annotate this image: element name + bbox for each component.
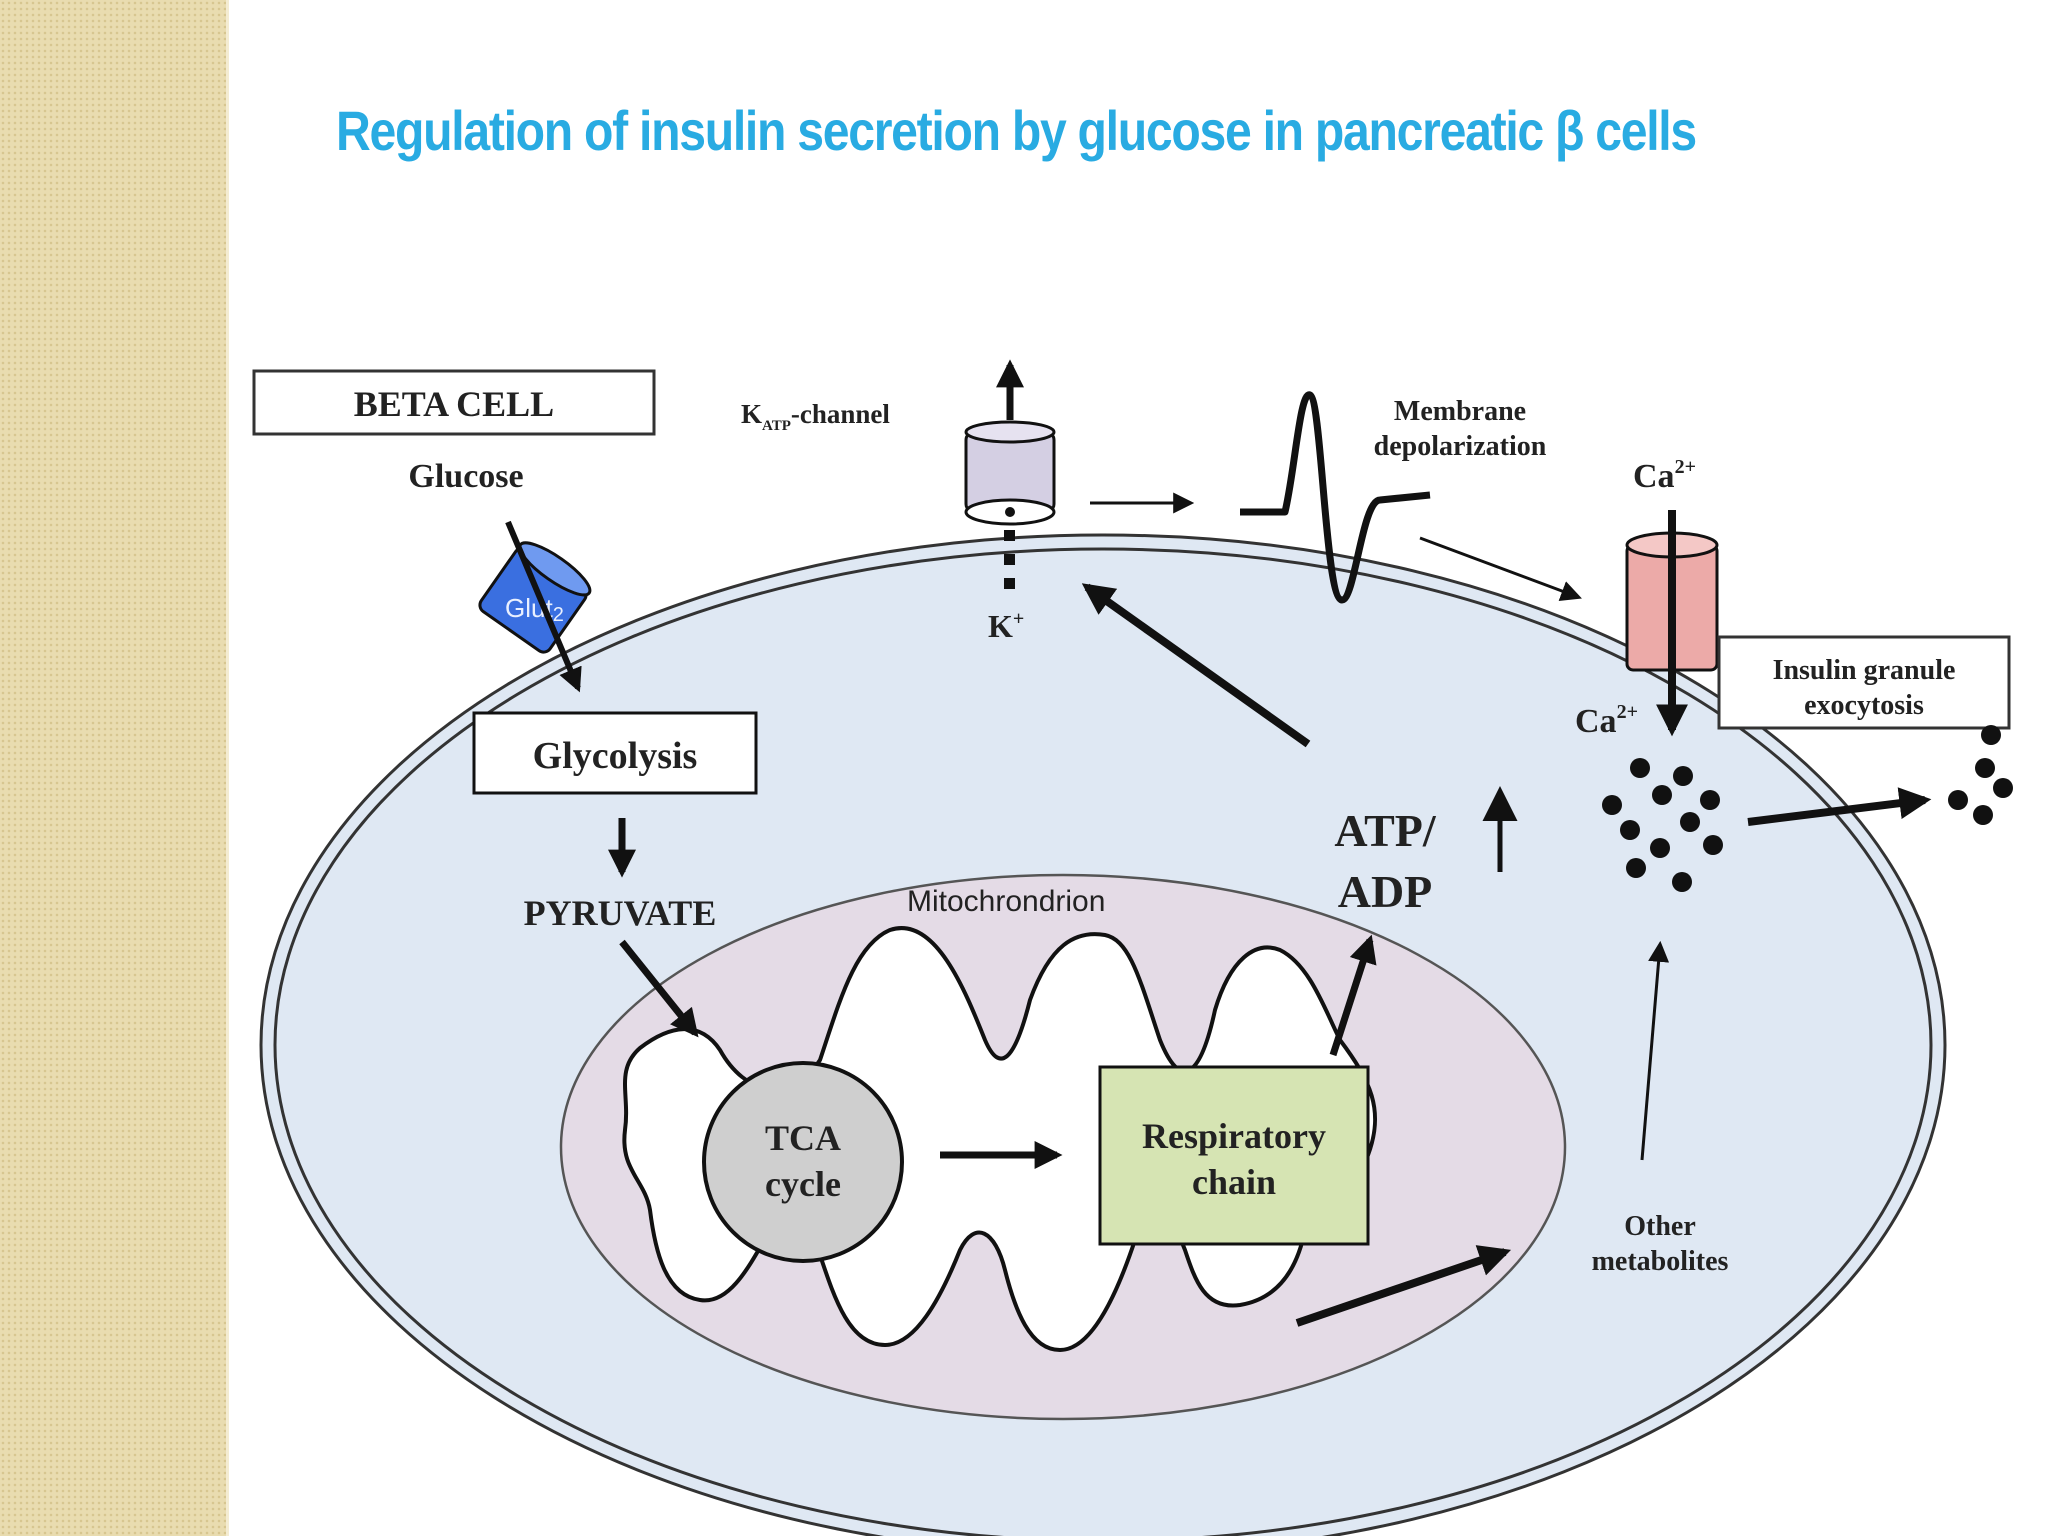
slide-title: Regulation of insulin secretion by gluco…: [336, 99, 1697, 162]
respiratory-chain-box: [1098, 1065, 1370, 1246]
pyruvate-label: PYRUVATE: [524, 893, 717, 933]
tca-cycle-circle: [702, 1061, 904, 1263]
tca-cycle-label-line2: cycle: [765, 1164, 841, 1204]
insulin-exocytosis-label-line1: Insulin granule: [1773, 655, 1956, 686]
other-metabolites-label-line1: Other: [1624, 1211, 1696, 1242]
decorative-side-strip: [0, 0, 228, 1536]
mitochondrion-label: Mitochrondrion: [907, 885, 1105, 918]
membrane-depolarization-label-line2: depolarization: [1374, 431, 1547, 462]
side-strip-edge: [226, 0, 229, 1536]
mitochondrion-to-metabolites-arrow: [1295, 1245, 1512, 1327]
glucose-label: Glucose: [408, 458, 523, 495]
membrane-depolarization-label-line1: Membrane: [1394, 396, 1526, 427]
tca-cycle-label-line1: TCA: [765, 1118, 841, 1158]
insulin-granules-cluster: [1602, 758, 1723, 892]
insulin-exocytosis-label-line2: exocytosis: [1804, 690, 1924, 721]
glycolysis-label: Glycolysis: [533, 735, 698, 777]
beta-cell-label: BETA CELL: [354, 384, 554, 424]
exocytosis-arrow: [1747, 787, 1932, 826]
ca-bottom-label: Ca2+: [1575, 701, 1638, 740]
cell-membrane-inner: [273, 547, 1933, 1536]
action-potential-trace: [1240, 391, 1431, 604]
ca-top-label: Ca2+: [1633, 456, 1696, 495]
respiratory-to-atp-arrow: [1329, 934, 1377, 1057]
depolarization-to-ca-channel-arrow: [1419, 536, 1582, 601]
katp-channel-label: KATP-channel: [741, 399, 890, 434]
other-metabolites-label-line2: metabolites: [1592, 1246, 1729, 1277]
katp-channel: [964, 420, 1056, 526]
katp-channel-dots: [1004, 530, 1015, 589]
atp-to-katp-arrow: [1081, 583, 1311, 748]
respiratory-chain-label-line1: Respiratory: [1142, 1116, 1326, 1156]
k-ion-label: K+: [988, 608, 1024, 644]
glycolysis-box: [472, 711, 758, 795]
metabolites-to-granules-arrow: [1640, 940, 1670, 1161]
insulin-exocytosis-box: [1717, 635, 2011, 730]
released-insulin-granules: [1948, 725, 2013, 825]
pyruvate-to-mitochondrion-arrow: [619, 939, 699, 1038]
beta-cell-box: [252, 369, 656, 436]
respiratory-chain-label-line2: chain: [1192, 1162, 1276, 1202]
glucose-entry-arrow: [505, 520, 582, 693]
atp-adp-label-line2: ADP: [1338, 866, 1433, 917]
atp-adp-label-line1: ATP/: [1334, 805, 1437, 856]
